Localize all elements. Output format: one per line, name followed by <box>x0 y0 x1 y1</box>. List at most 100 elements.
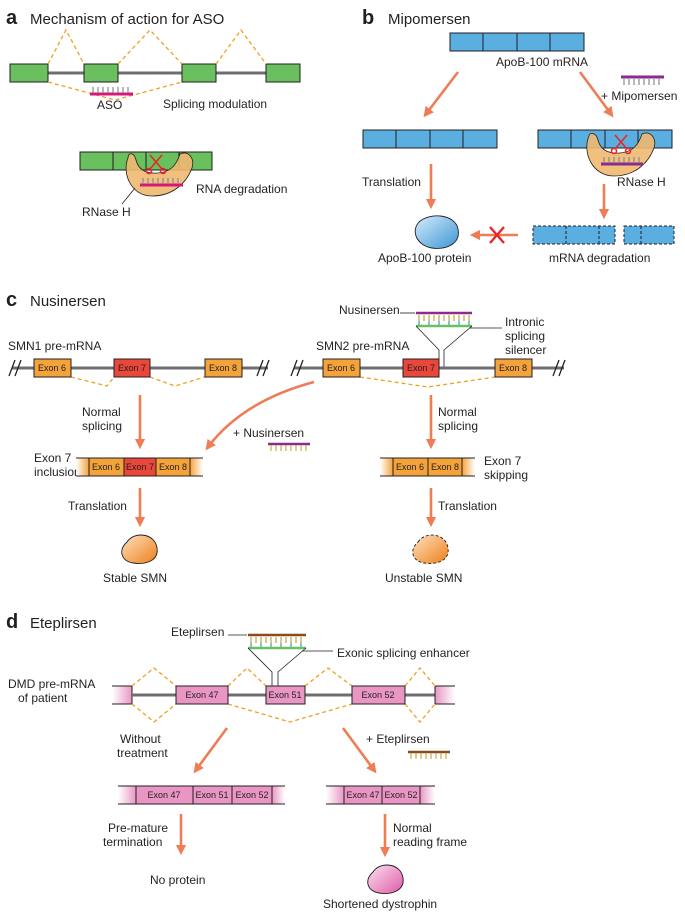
translation-label: Translation <box>68 499 127 513</box>
smn1-pre-mrna <box>8 358 270 387</box>
mipomersen-label: + Mipomersen <box>601 89 677 103</box>
exon-52-label: Exon 52 <box>235 790 268 800</box>
panel-c-title: Nusinersen <box>30 293 106 310</box>
normal-splicing-line2: splicing <box>438 419 478 433</box>
silencer-label-line1: Intronic <box>505 315 544 329</box>
shortened-dystrophin-label: Shortened dystrophin <box>323 897 437 911</box>
arrow <box>423 71 460 118</box>
scissors-icon <box>610 134 632 155</box>
translation-label: Translation <box>362 175 421 189</box>
mrna-exon7-skipped <box>380 457 475 477</box>
normal-reading-frame-line1: Normal <box>393 821 432 835</box>
apob-protein-label: ApoB-100 protein <box>378 251 471 265</box>
splice-junction <box>47 28 85 65</box>
exon-7-label: Exon 7 <box>407 363 435 373</box>
arrow <box>578 71 614 118</box>
apob-mrna <box>449 32 585 52</box>
dmd-pre-mrna <box>112 666 455 724</box>
exon7-skipping-line1: Exon 7 <box>484 454 522 468</box>
smn2-label: SMN2 pre-mRNA <box>316 339 409 353</box>
panel-c: c Nusinersen SMN1 pre-mRNA Exon 6 Exon 7… <box>6 289 566 585</box>
exon7-inclusion-line2: inclusion <box>34 465 81 479</box>
exon7-skipping-line2: skipping <box>484 468 528 482</box>
exon-47-label: Exon 47 <box>346 790 379 800</box>
panel-d: d Eteplirsen Eteplirsen Exonic splicing … <box>6 611 470 911</box>
aso-molecule <box>90 87 133 96</box>
enhancer-label: Exonic splicing enhancer <box>337 646 470 660</box>
panel-a: a Mechanism of action for ASO ASO Splici… <box>6 7 301 219</box>
mrna-translated <box>362 129 498 149</box>
panel-a-title: Mechanism of action for ASO <box>30 11 224 28</box>
exon-52-label: Exon 52 <box>361 690 394 700</box>
dmd-label-line1: DMD pre-mRNA <box>8 677 95 691</box>
premature-termination-line2: termination <box>103 835 162 849</box>
rnase-h-label: RNase H <box>617 175 666 189</box>
apob-protein-shape <box>414 215 459 249</box>
unstable-smn-shape <box>412 534 449 564</box>
rnase-h-pointer <box>121 187 136 205</box>
translation-label: Translation <box>438 499 497 513</box>
shortened-dystrophin-shape <box>367 864 404 894</box>
smn1-label: SMN1 pre-mRNA <box>8 339 101 353</box>
normal-reading-frame-line2: reading frame <box>393 835 467 849</box>
exon-box <box>265 63 301 83</box>
exon-box <box>181 63 217 83</box>
eteplirsen-molecule <box>408 750 450 759</box>
splice-junction <box>215 28 267 65</box>
stable-smn-label: Stable SMN <box>103 571 167 585</box>
arrow <box>193 727 229 774</box>
pre-mrna-diagram <box>9 28 301 101</box>
arrow <box>341 727 377 774</box>
aso-label: ASO <box>97 98 122 112</box>
exon-8-label: Exon 8 <box>159 462 187 472</box>
exon-6-label: Exon 6 <box>92 462 120 472</box>
rna-degradation-label: RNA degradation <box>196 182 287 196</box>
exon-6-label: Exon 6 <box>396 462 424 472</box>
exon-51-label: Exon 51 <box>268 690 301 700</box>
panel-a-letter: a <box>6 7 18 29</box>
exon-box <box>9 63 49 83</box>
exon7-inclusion-line1: Exon 7 <box>34 451 72 465</box>
exon-47-label: Exon 47 <box>147 790 180 800</box>
nusinersen-label: Nusinersen <box>339 303 400 317</box>
mrna-without-treatment <box>118 785 285 805</box>
plus-eteplirsen-label: + Eteplirsen <box>366 732 430 746</box>
mrna-exon7-included <box>76 457 203 477</box>
exon-6-label: Exon 6 <box>327 363 355 373</box>
panel-b: b Mipomersen ApoB-100 mRNA + Mipomersen <box>362 7 677 265</box>
without-treatment-line1: Without <box>120 732 161 746</box>
silencer-label-line2: splicing <box>505 329 545 343</box>
stable-smn-shape <box>121 534 158 564</box>
degraded-mrna <box>532 225 675 245</box>
normal-splicing-line2: splicing <box>82 419 122 433</box>
blocked-cross-icon <box>489 226 505 244</box>
unstable-smn-label: Unstable SMN <box>385 571 462 585</box>
exon-8-label: Exon 8 <box>431 462 459 472</box>
splice-junction <box>117 29 183 65</box>
panel-c-letter: c <box>6 289 17 311</box>
exon-51-label: Exon 51 <box>195 790 228 800</box>
without-treatment-line2: treatment <box>117 746 168 760</box>
mrna-with-eteplirsen <box>326 785 435 805</box>
eteplirsen-label: Eteplirsen <box>171 625 224 639</box>
skipping-junction <box>47 81 183 101</box>
dmd-label-line2: of patient <box>18 691 68 705</box>
exon-box <box>83 63 119 83</box>
plus-nusinersen-label: + Nusinersen <box>233 426 304 440</box>
eteplirsen-enhancer-duplex <box>228 633 333 686</box>
panel-d-letter: d <box>6 611 18 633</box>
rnase-h-label: RNase H <box>82 205 131 219</box>
nusinersen-silencer-duplex <box>400 311 502 368</box>
apob-mrna-label: ApoB-100 mRNA <box>496 55 588 69</box>
mrna-with-rnase-h <box>537 129 673 177</box>
exon-8-label: Exon 8 <box>209 363 237 373</box>
exon-7-label: Exon 7 <box>126 462 154 472</box>
silencer-label-line3: silencer <box>505 343 546 357</box>
mipomersen-molecule <box>621 75 664 85</box>
nusinersen-molecule <box>268 442 310 451</box>
exon-8-label: Exon 8 <box>499 363 527 373</box>
scissors-icon <box>145 154 167 175</box>
exon-6-label: Exon 6 <box>38 363 66 373</box>
exon-47-label: Exon 47 <box>185 690 218 700</box>
